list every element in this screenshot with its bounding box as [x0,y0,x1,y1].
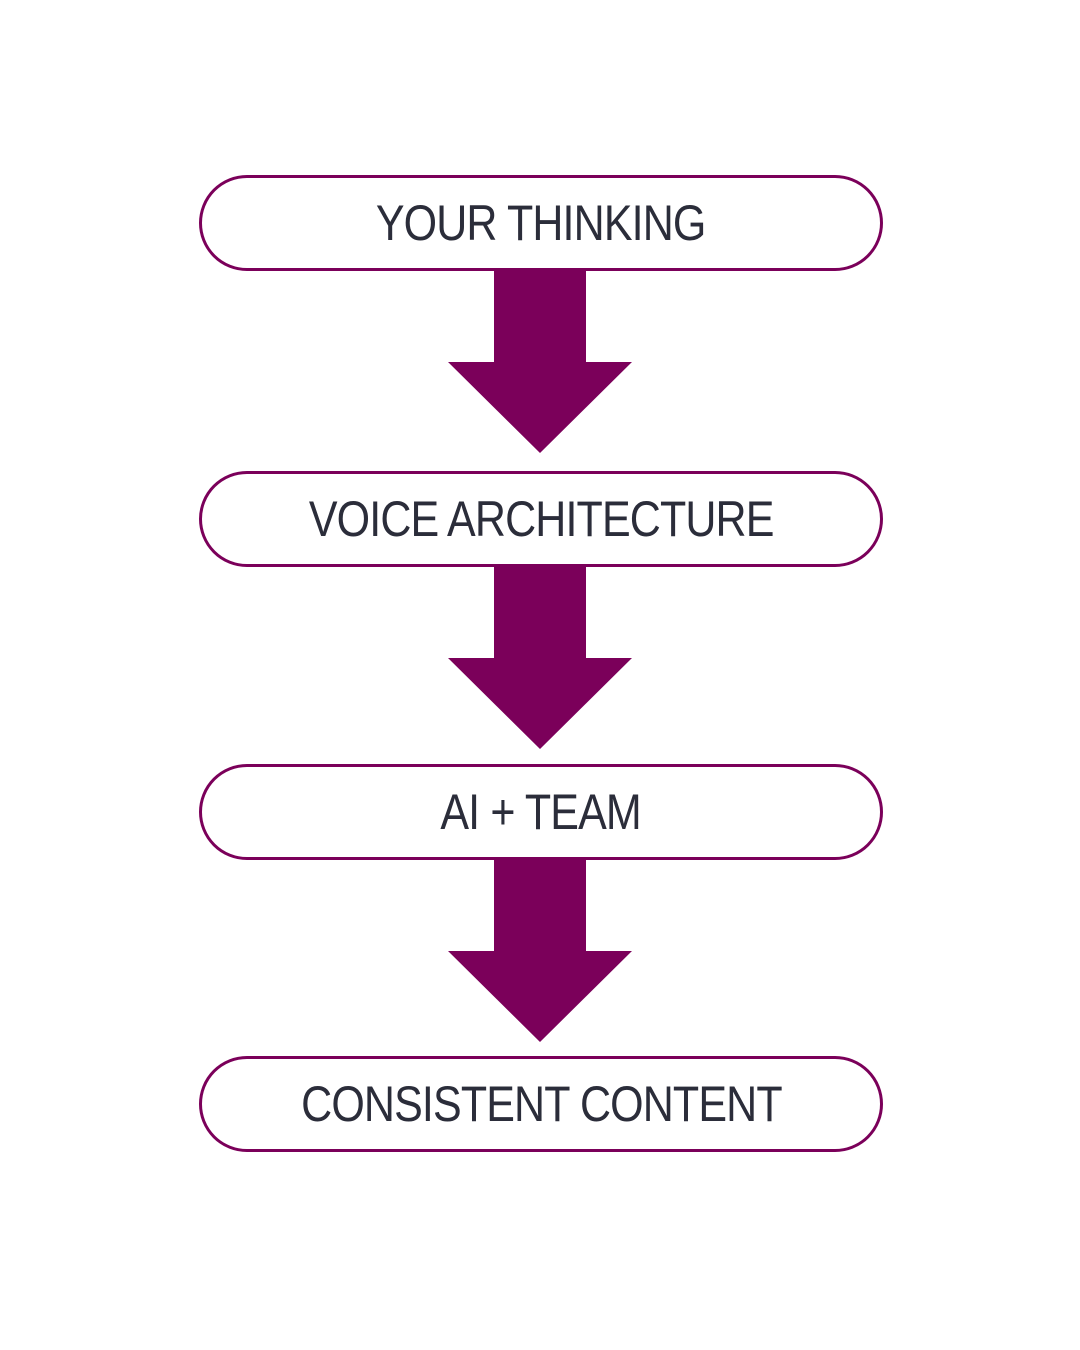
step-voice-architecture: VOICE ARCHITECTURE [199,471,883,567]
step-label: AI + TEAM [440,784,642,840]
step-label: CONSISTENT CONTENT [300,1076,783,1132]
arrow-shape [448,565,632,749]
step-label: VOICE ARCHITECTURE [308,491,775,547]
down-arrow-icon [448,858,632,1042]
step-ai-team: AI + TEAM [199,764,883,860]
step-your-thinking: YOUR THINKING [199,175,883,271]
down-arrow-icon [448,565,632,749]
arrow-shape [448,269,632,453]
step-label: YOUR THINKING [376,195,707,251]
arrow-shape [448,858,632,1042]
down-arrow-icon [448,269,632,453]
step-consistent-content: CONSISTENT CONTENT [199,1056,883,1152]
